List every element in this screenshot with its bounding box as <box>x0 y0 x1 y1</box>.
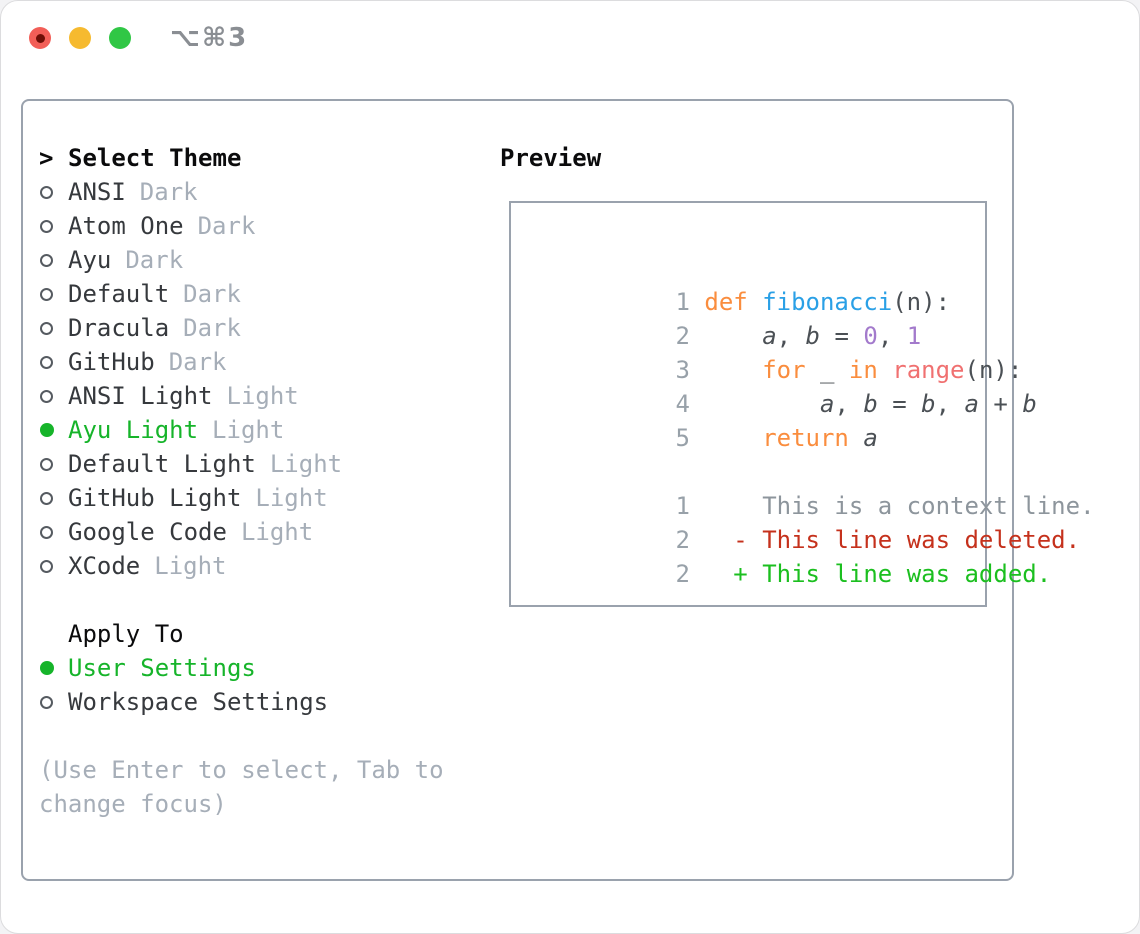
select-theme-header: > Select Theme <box>39 141 444 175</box>
spacer <box>39 583 444 617</box>
window-title: ⌥⌘3 <box>170 23 249 53</box>
theme-variant-label: Dark <box>125 246 184 274</box>
zoom-button[interactable] <box>109 27 131 49</box>
apply-to-title: Apply To <box>68 620 184 648</box>
radio-icon <box>39 219 68 233</box>
theme-variant-label: Dark <box>183 314 241 342</box>
theme-variant-label: Light <box>240 518 314 546</box>
radio-icon <box>39 287 68 301</box>
theme-item-ayu-dark[interactable]: Ayu Dark <box>39 243 444 277</box>
theme-variant-label: Light <box>212 416 285 444</box>
radio-icon <box>39 491 68 505</box>
theme-item-ansi-light[interactable]: ANSI Light Light <box>39 379 444 413</box>
theme-variant-label: Light <box>269 450 343 478</box>
apply-to-header: Apply To <box>39 617 444 651</box>
theme-item-default-light[interactable]: Default Light Light <box>39 447 444 481</box>
titlebar: ⌥⌘3 <box>1 1 1139 75</box>
selection-cursor-icon: > <box>39 144 54 172</box>
radio-icon <box>39 389 68 403</box>
code-line: 4 a, b = b, a + b <box>675 390 1037 418</box>
theme-list: > Select Theme ANSI Dark Atom One Dark A… <box>39 141 444 821</box>
traffic-lights <box>29 27 131 49</box>
theme-item-xcode[interactable]: XCode Light <box>39 549 444 583</box>
code-line: 3 for _ in range(n): <box>675 356 1023 384</box>
theme-item-ayu-light[interactable]: Ayu Light Light <box>39 413 444 447</box>
apply-option-user-settings[interactable]: User Settings <box>39 651 444 685</box>
radio-icon <box>39 253 68 267</box>
theme-variant-label: Dark <box>168 348 227 376</box>
theme-item-github-dark[interactable]: GitHub Dark <box>39 345 444 379</box>
diff-context-line: 1 This is a context line. <box>675 492 1095 520</box>
theme-variant-label: Light <box>255 484 328 512</box>
radio-selected-icon <box>39 423 68 437</box>
theme-item-atom-one-dark[interactable]: Atom One Dark <box>39 209 444 243</box>
radio-icon <box>39 525 68 539</box>
hint-line: (Use Enter to select, Tab to <box>39 756 444 784</box>
radio-icon <box>39 695 68 709</box>
radio-icon <box>39 355 68 369</box>
theme-item-google-code[interactable]: Google Code Light <box>39 515 444 549</box>
theme-variant-label: Dark <box>183 280 241 308</box>
theme-item-default-dark[interactable]: Default Dark <box>39 277 444 311</box>
diff-deleted-line: 2 - This line was deleted. <box>675 526 1081 554</box>
theme-item-dracula-dark[interactable]: Dracula Dark <box>39 311 444 345</box>
theme-variant-label: Light <box>154 552 227 580</box>
radio-selected-icon <box>39 661 68 675</box>
theme-variant-label: Light <box>226 382 299 410</box>
radio-icon <box>39 457 68 471</box>
theme-selector-panel: > Select Theme ANSI Dark Atom One Dark A… <box>21 99 1095 881</box>
radio-icon <box>39 559 68 573</box>
theme-item-ansi-dark[interactable]: ANSI Dark <box>39 175 444 209</box>
apply-option-workspace-settings[interactable]: Workspace Settings <box>39 685 444 719</box>
theme-item-github-light[interactable]: GitHub Light Light <box>39 481 444 515</box>
code-line: 2 a, b = 0, 1 <box>675 322 922 350</box>
preview-title: Preview <box>500 144 602 172</box>
minimize-button[interactable] <box>69 27 91 49</box>
radio-icon <box>39 321 68 335</box>
spacer <box>39 719 444 753</box>
hint-line: change focus) <box>39 790 227 818</box>
close-dot-icon <box>35 33 45 43</box>
diff-added-line: 2 + This line was added. <box>675 560 1052 588</box>
select-theme-title: Select Theme <box>68 144 242 172</box>
close-button[interactable] <box>29 27 51 49</box>
code-line: 5 return a <box>675 424 878 452</box>
theme-variant-label: Dark <box>197 212 256 240</box>
radio-icon <box>39 185 68 199</box>
theme-variant-label: Dark <box>139 178 198 206</box>
